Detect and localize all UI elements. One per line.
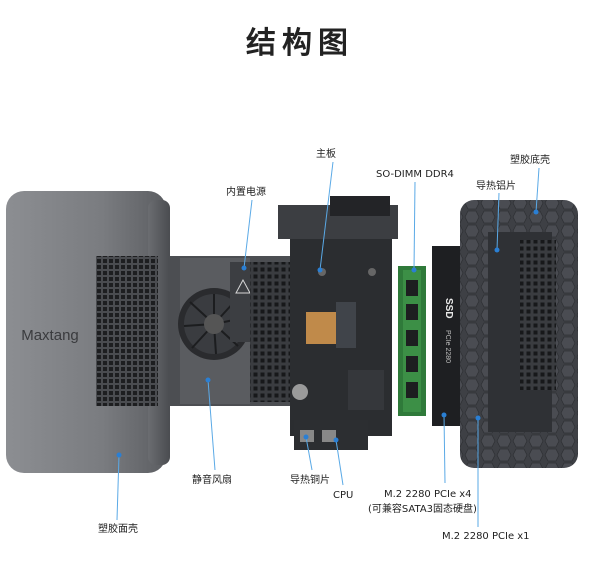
psu-fan-block <box>168 256 294 406</box>
label-heat-al-sheet: 导热铝片 <box>476 181 516 192</box>
brand-logo-text: Maxtang <box>21 327 79 344</box>
ssd-x4-label: SSD <box>443 298 454 319</box>
ram-module <box>398 266 426 416</box>
label-silent-fan: 静音风扇 <box>192 475 232 486</box>
label-cpu: CPU <box>333 490 354 501</box>
bottom-shell <box>460 200 578 468</box>
mainboard-block <box>278 196 398 450</box>
label-m2-x1: M.2 2280 PCIe x1 <box>442 531 530 542</box>
label-m2-x4: M.2 2280 PCIe x4 <box>384 489 472 500</box>
label-so-dimm: SO-DIMM DDR4 <box>376 169 454 180</box>
label-plastic-bottom: 塑胶底壳 <box>510 155 550 166</box>
label-heat-cu-sheet: 导热铜片 <box>290 475 330 486</box>
label-mainboard: 主板 <box>316 149 336 160</box>
label-builtin-psu: 内置电源 <box>226 187 266 198</box>
ssd-pcie-x4: SSD PCIe 2280 <box>432 246 460 426</box>
ssd-x4-pcie-label: PCIe 2280 <box>444 330 451 363</box>
front-shell <box>6 191 170 473</box>
diagram-title: 结构图 <box>246 26 354 61</box>
label-plastic-panel: 塑胶面壳 <box>98 524 138 535</box>
label-m2-x4-sata: (可兼容SATA3固态硬盘) <box>368 504 477 515</box>
